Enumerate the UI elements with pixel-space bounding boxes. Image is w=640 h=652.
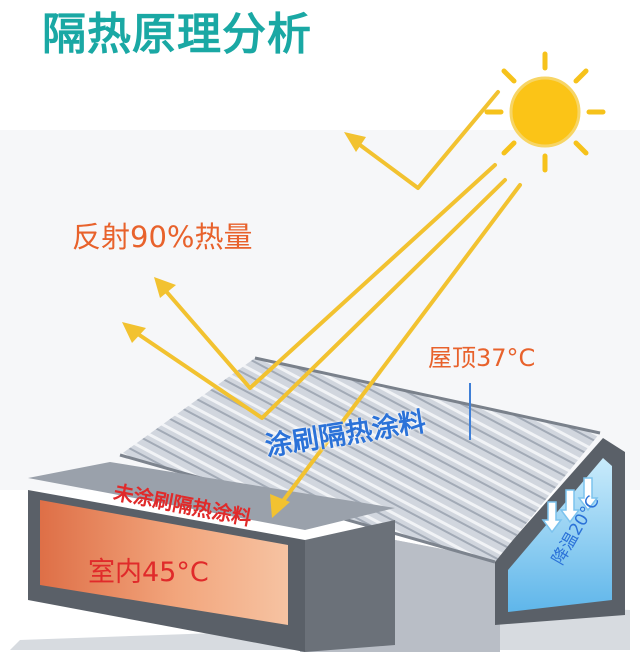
roof-temp-label: 屋顶37°C [428,344,536,372]
background-haze-top [200,60,410,130]
page-title: 隔热原理分析 [42,9,312,60]
hot-roof-flat [28,462,395,530]
sun-icon [484,51,606,173]
hot-room-interior [40,500,288,625]
reflect-label: 反射90%热量 [72,220,253,254]
incident-ray-4 [278,183,522,507]
down-arrow-icon [541,477,599,534]
arrowhead-3 [122,322,146,343]
arrowhead-4 [270,494,290,518]
arrowhead-1 [344,132,366,152]
arrowhead-2 [154,277,176,298]
incident-ray-1 [358,90,500,190]
indoor-temp-label: 室内45°C [88,557,209,588]
incident-ray-3 [133,178,507,420]
sun-rays [133,90,522,507]
roof-surface [120,358,600,562]
hot-room-side [305,520,395,652]
incident-ray-2 [163,163,497,390]
ray-arrowheads [122,132,366,518]
